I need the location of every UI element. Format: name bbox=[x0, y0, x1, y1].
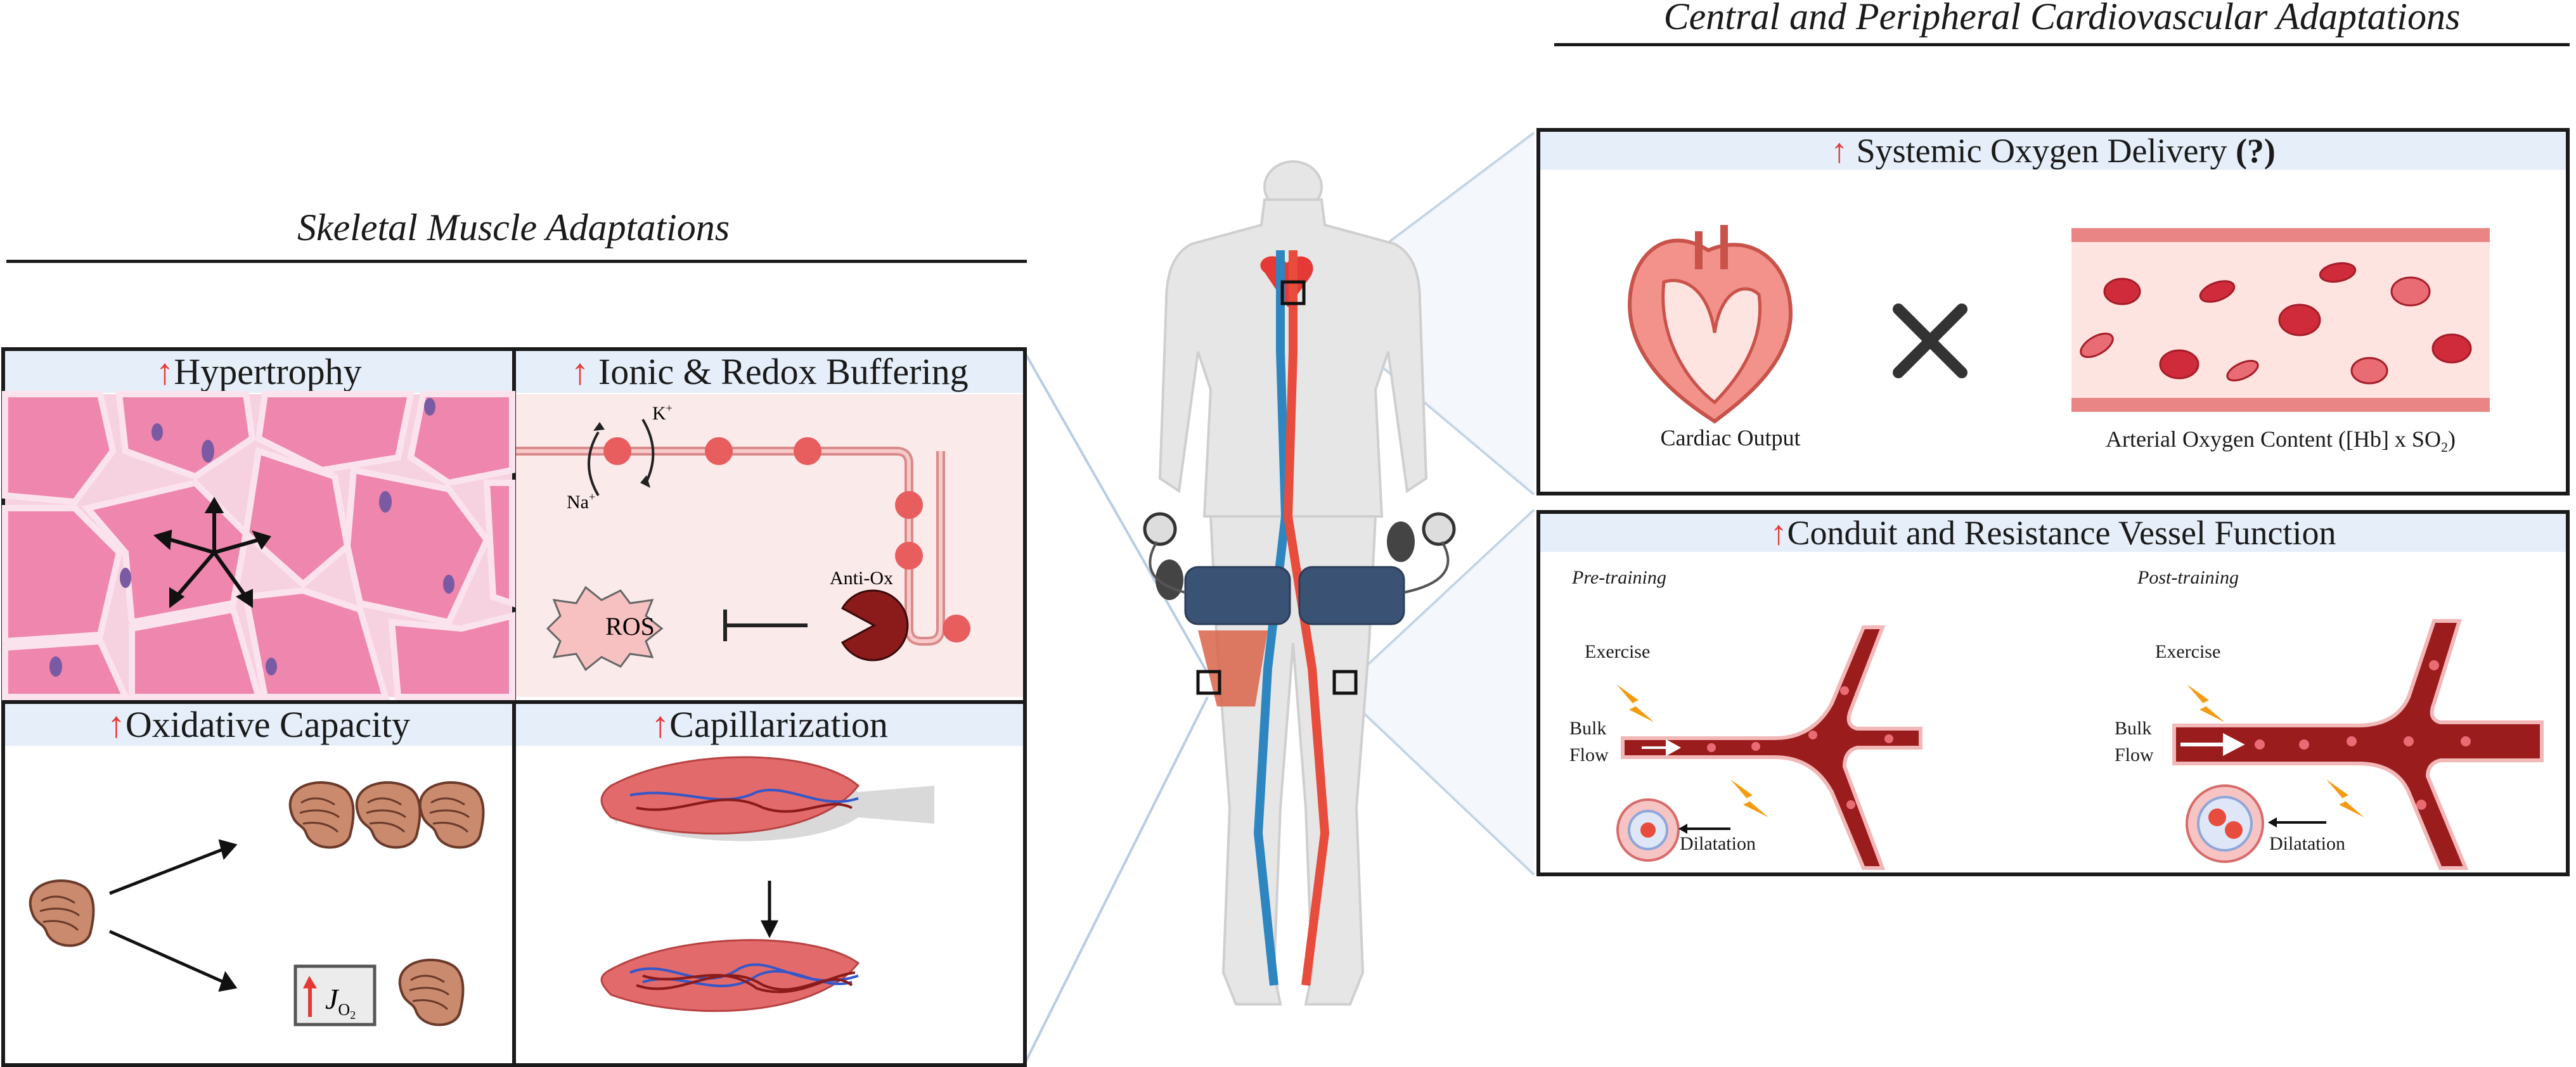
j-o2-label: JO2 bbox=[325, 983, 356, 1021]
ionic-header: ↑ Ionic & Redox Buffering bbox=[516, 351, 1023, 393]
oxidative-capacity-illustration: JO2 bbox=[29, 781, 485, 1026]
antiox-label: Anti-Ox bbox=[830, 568, 893, 589]
systemic-delivery-header: ↑ Systemic Oxygen Delivery (?) bbox=[1540, 132, 2566, 170]
oxidative-header: ↑Oxidative Capacity bbox=[5, 704, 512, 746]
multiply-icon bbox=[1893, 303, 1967, 378]
exercise-label-post: Exercise bbox=[2155, 641, 2221, 662]
ionic-redox-illustration: K+ Na+ ROS Anti-Ox bbox=[516, 394, 1023, 697]
hypertrophy-label: Hypertrophy bbox=[174, 351, 362, 392]
dilatation-label-pre: Dilatation bbox=[1680, 833, 1756, 854]
flow-label-pre: Flow bbox=[1569, 744, 1609, 765]
mitochondrion-icon bbox=[288, 781, 355, 849]
mitochondrion-icon bbox=[355, 781, 422, 849]
artery-rbc-illustration bbox=[2071, 228, 2490, 412]
exercise-label-pre: Exercise bbox=[1585, 641, 1651, 662]
mitochondrion-icon bbox=[29, 879, 95, 947]
capillarization-label: Capillarization bbox=[669, 704, 888, 745]
mitochondrion-icon bbox=[398, 959, 465, 1026]
skeletal-section-title: Skeletal Muscle Adaptations bbox=[297, 207, 730, 248]
capillarization-illustration bbox=[600, 756, 934, 1013]
pre-training-vessel-illustration bbox=[1616, 625, 1922, 870]
right-thigh-cuff bbox=[1298, 566, 1405, 625]
heart-anatomy-illustration bbox=[1628, 225, 1793, 424]
up-arrow-icon: ↑ bbox=[106, 704, 126, 745]
sphygmomanometer-right-icon bbox=[1387, 512, 1456, 594]
post-training-vessel-illustration bbox=[2172, 619, 2544, 870]
sphygmomanometer-left-icon bbox=[1143, 512, 1186, 600]
muscle-after bbox=[600, 939, 860, 1013]
ros-label: ROS bbox=[605, 612, 655, 641]
human-body-figure bbox=[1143, 160, 1456, 1006]
right-thigh-zoom-box bbox=[1332, 670, 1358, 695]
left-thigh-cuff bbox=[1184, 566, 1291, 625]
heart-zoom-box bbox=[1280, 280, 1306, 305]
pre-training-label: Pre-training bbox=[1572, 567, 1666, 588]
capillarization-header: ↑Capillarization bbox=[516, 704, 1023, 746]
muscle-before bbox=[600, 756, 934, 841]
up-arrow-icon: ↑ bbox=[1831, 132, 1848, 170]
up-arrow-icon: ↑ bbox=[570, 351, 589, 392]
cardio-section-title: Central and Peripheral Cardiovascular Ad… bbox=[1663, 0, 2461, 37]
left-thigh-zoom-box bbox=[1196, 670, 1221, 695]
dilatation-label-post: Dilatation bbox=[2269, 833, 2345, 854]
ros-starburst bbox=[546, 585, 664, 672]
vessel-function-panel bbox=[1536, 510, 2570, 876]
vessel-function-title: Conduit and Resistance Vessel Function bbox=[1787, 514, 2336, 552]
up-arrow-icon: ↑ bbox=[651, 704, 670, 745]
k-ion-label: K+ bbox=[652, 402, 673, 424]
question-mark-badge: (?) bbox=[2235, 132, 2276, 170]
antiox-pacman-icon bbox=[840, 589, 909, 661]
up-arrow-icon: ↑ bbox=[155, 351, 174, 392]
arterial-oxygen-content-label: Arterial Oxygen Content ([Hb] x SO2) bbox=[2106, 426, 2456, 456]
grid-divider-vertical bbox=[512, 347, 516, 1067]
hypertrophy-header: ↑Hypertrophy bbox=[5, 351, 512, 393]
hypertrophy-tissue-image bbox=[1, 391, 515, 700]
na-ion-label: Na+ bbox=[567, 490, 595, 513]
bulk-label-post: Bulk bbox=[2115, 718, 2152, 739]
grid-divider-horizontal bbox=[1, 700, 1027, 704]
ionic-label: Ionic & Redox Buffering bbox=[598, 351, 969, 392]
oxidative-label: Oxidative Capacity bbox=[125, 704, 411, 745]
bulk-label-pre: Bulk bbox=[1569, 718, 1607, 739]
vessel-function-header: ↑Conduit and Resistance Vessel Function bbox=[1540, 514, 2566, 552]
systemic-delivery-title: Systemic Oxygen Delivery bbox=[1856, 132, 2227, 170]
cardio-title-rule bbox=[1554, 43, 2570, 46]
up-arrow-icon: ↑ bbox=[1770, 514, 1787, 552]
cardiac-output-label: Cardiac Output bbox=[1660, 425, 1801, 450]
skeletal-title-rule bbox=[6, 260, 1027, 263]
flow-label-post: Flow bbox=[2115, 744, 2154, 765]
post-training-label: Post-training bbox=[2137, 567, 2239, 588]
mitochondrion-icon bbox=[418, 781, 485, 849]
